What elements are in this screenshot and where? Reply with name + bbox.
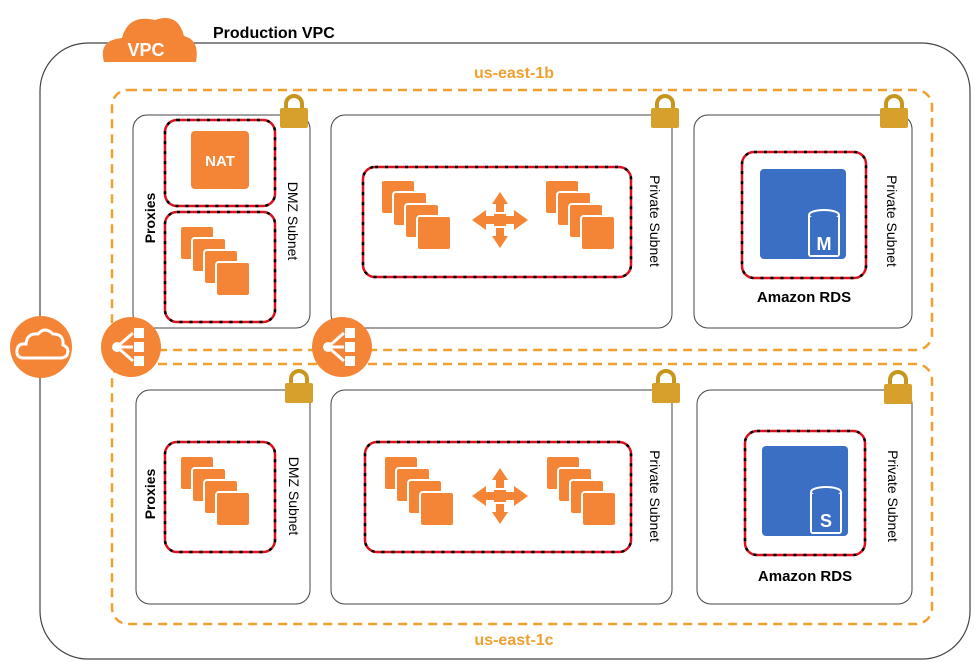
vpc-badge-label: VPC bbox=[127, 40, 164, 60]
lock-icon bbox=[649, 94, 681, 130]
dmz-subnet-2-label: DMZ Subnet bbox=[286, 457, 302, 536]
private-subnet-db-2-label: Private Subnet bbox=[885, 450, 901, 542]
dmz-subnet-1 bbox=[132, 114, 311, 329]
private-subnet-app-2-label: Private Subnet bbox=[647, 450, 663, 542]
availability-zone-2 bbox=[110, 362, 934, 626]
vpc-title: Production VPC bbox=[213, 25, 335, 42]
elb-icon bbox=[99, 315, 163, 379]
zone-2-label: us-east-1c bbox=[474, 632, 553, 649]
private-subnet-db-1-label: Private Subnet bbox=[884, 175, 900, 267]
proxies-1-label: Proxies bbox=[142, 192, 158, 243]
rds-standby-label: S bbox=[820, 511, 832, 531]
zone-1-label: us-east-1b bbox=[474, 65, 554, 82]
lock-icon bbox=[882, 370, 914, 406]
nat-label: NAT bbox=[205, 153, 235, 170]
dmz-subnet-1-label: DMZ Subnet bbox=[285, 182, 301, 261]
lock-icon bbox=[650, 369, 682, 405]
vpc-cloud-icon bbox=[102, 18, 197, 62]
rds-label-2: Amazon RDS bbox=[758, 568, 852, 585]
lock-icon bbox=[283, 369, 315, 405]
rds-master-label: M bbox=[817, 234, 832, 254]
lock-icon bbox=[878, 94, 910, 130]
proxies-2-label: Proxies bbox=[142, 468, 158, 519]
private-subnet-app-1-label: Private Subnet bbox=[647, 175, 663, 267]
elb-icon bbox=[310, 315, 374, 379]
rds-label-1: Amazon RDS bbox=[757, 289, 851, 306]
rds-instance-icon bbox=[762, 446, 848, 536]
rds-instance-icon bbox=[760, 169, 846, 259]
availability-zone-1 bbox=[110, 88, 934, 352]
lock-icon bbox=[278, 94, 310, 130]
internet-gateway-icon bbox=[10, 316, 72, 378]
nat-instance-icon bbox=[191, 131, 249, 189]
